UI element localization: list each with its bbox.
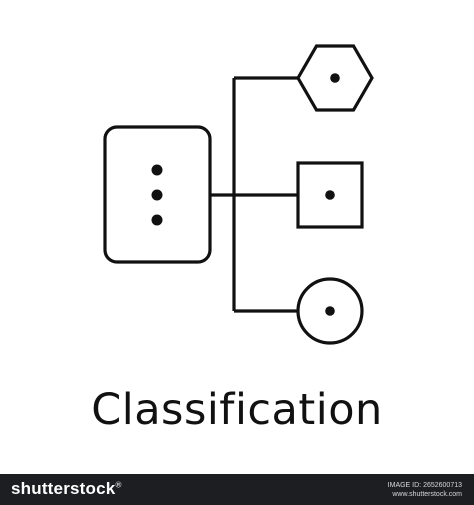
tree-connector-lines (210, 76, 298, 313)
classification-hierarchy-icon (103, 44, 374, 345)
square-node-icon (296, 161, 364, 229)
brand-logo: shutterstock® (11, 479, 122, 499)
image-id-label: IMAGE ID: 2652600713 (387, 482, 462, 489)
hexagon-node-icon (296, 44, 374, 112)
dot-middle (151, 189, 163, 201)
brand-name: shutterstock (11, 479, 116, 498)
caption-title: Classification (91, 385, 383, 435)
watermark-footer-bar: shutterstock® IMAGE ID: 2652600713 www.s… (0, 474, 474, 505)
dot-bottom (151, 214, 163, 226)
dot-top (151, 164, 163, 176)
site-url-label: www.shutterstock.com (392, 491, 462, 498)
circle-node-icon (296, 277, 364, 345)
hexagon-center-dot (330, 73, 340, 83)
circle-center-dot (325, 306, 335, 316)
registered-mark: ® (115, 480, 122, 490)
three-dots-icon (151, 164, 163, 226)
square-center-dot (325, 190, 335, 200)
